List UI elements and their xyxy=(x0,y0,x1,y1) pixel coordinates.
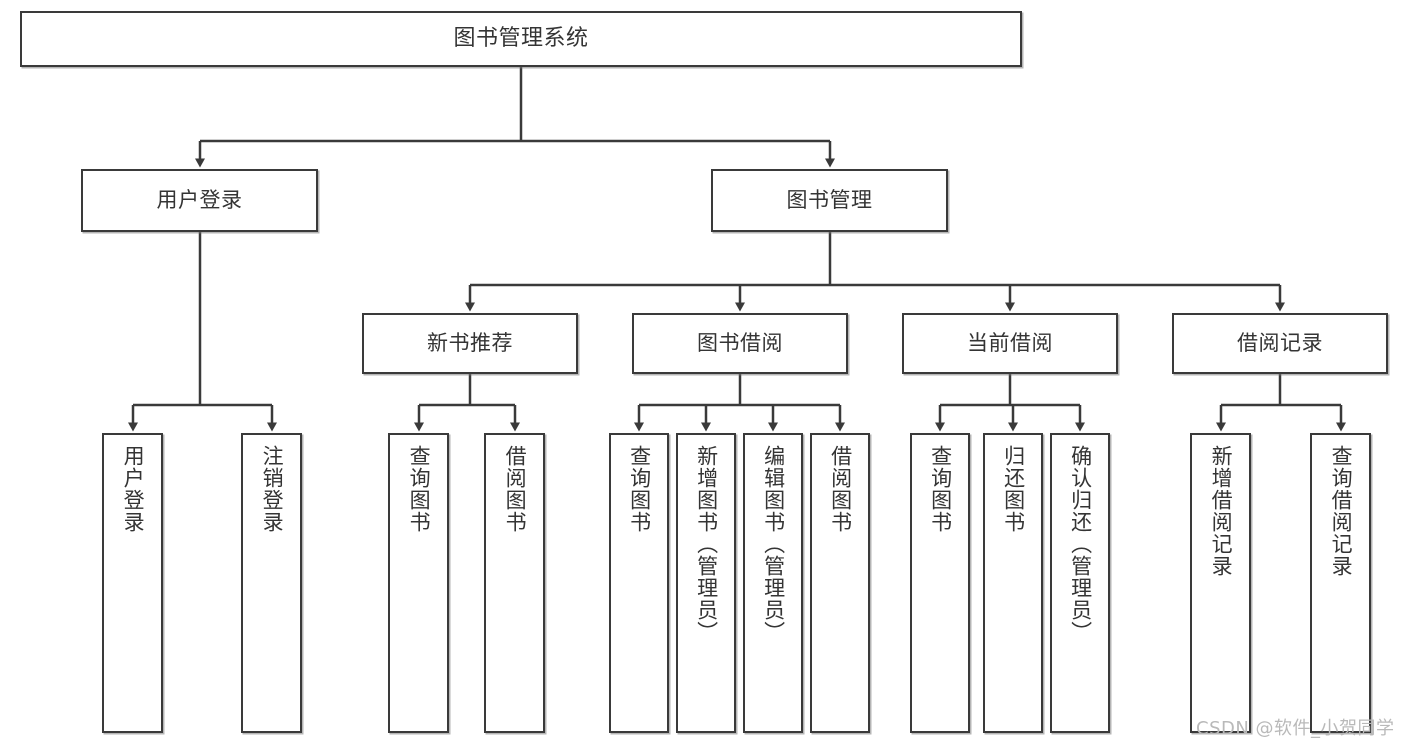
node-f13[interactable]: 查询借阅记录 xyxy=(1310,433,1371,733)
csdn-watermark: CSDN @软件_小贺同学 xyxy=(1196,718,1395,739)
node-f8[interactable]: 借阅图书 xyxy=(810,433,870,733)
node-label: 用户登录 xyxy=(121,445,146,533)
node-f10[interactable]: 归还图书 xyxy=(983,433,1043,733)
node-label: 查询图书 xyxy=(407,445,432,533)
node-f4[interactable]: 借阅图书 xyxy=(484,433,545,733)
node-f12[interactable]: 新增借阅记录 xyxy=(1190,433,1251,733)
node-l1a[interactable]: 用户登录 xyxy=(81,169,318,232)
node-label: 归还图书 xyxy=(1001,445,1026,533)
node-f5[interactable]: 查询图书 xyxy=(609,433,669,733)
node-f2[interactable]: 注销登录 xyxy=(241,433,302,733)
node-label: 注销登录 xyxy=(260,445,285,533)
node-label: 编辑图书（管理员） xyxy=(761,445,786,643)
node-label: 新增借阅记录 xyxy=(1209,445,1234,577)
node-label: 当前借阅 xyxy=(967,331,1053,356)
node-f9[interactable]: 查询图书 xyxy=(910,433,970,733)
node-l2b[interactable]: 图书借阅 xyxy=(632,313,848,374)
node-f11[interactable]: 确认归还（管理员） xyxy=(1050,433,1110,733)
node-l2c[interactable]: 当前借阅 xyxy=(902,313,1118,374)
node-label: 图书借阅 xyxy=(697,331,783,356)
node-label: 借阅图书 xyxy=(828,445,853,533)
node-f3[interactable]: 查询图书 xyxy=(388,433,449,733)
node-label: 图书管理系统 xyxy=(453,26,589,52)
node-f6[interactable]: 新增图书（管理员） xyxy=(676,433,736,733)
node-label: 查询借阅记录 xyxy=(1329,445,1354,577)
node-label: 查询图书 xyxy=(627,445,652,533)
node-l1b[interactable]: 图书管理 xyxy=(711,169,948,232)
node-label: 查询图书 xyxy=(928,445,953,533)
node-root[interactable]: 图书管理系统 xyxy=(20,11,1022,67)
node-f1[interactable]: 用户登录 xyxy=(102,433,163,733)
node-f7[interactable]: 编辑图书（管理员） xyxy=(743,433,803,733)
node-l2d[interactable]: 借阅记录 xyxy=(1172,313,1388,374)
node-label: 图书管理 xyxy=(786,188,873,213)
node-label: 新书推荐 xyxy=(427,331,513,356)
node-label: 新增图书（管理员） xyxy=(694,445,719,643)
node-label: 用户登录 xyxy=(156,188,243,213)
node-l2a[interactable]: 新书推荐 xyxy=(362,313,578,374)
node-label: 确认归还（管理员） xyxy=(1068,445,1093,643)
node-label: 借阅记录 xyxy=(1237,331,1323,356)
node-label: 借阅图书 xyxy=(503,445,528,533)
